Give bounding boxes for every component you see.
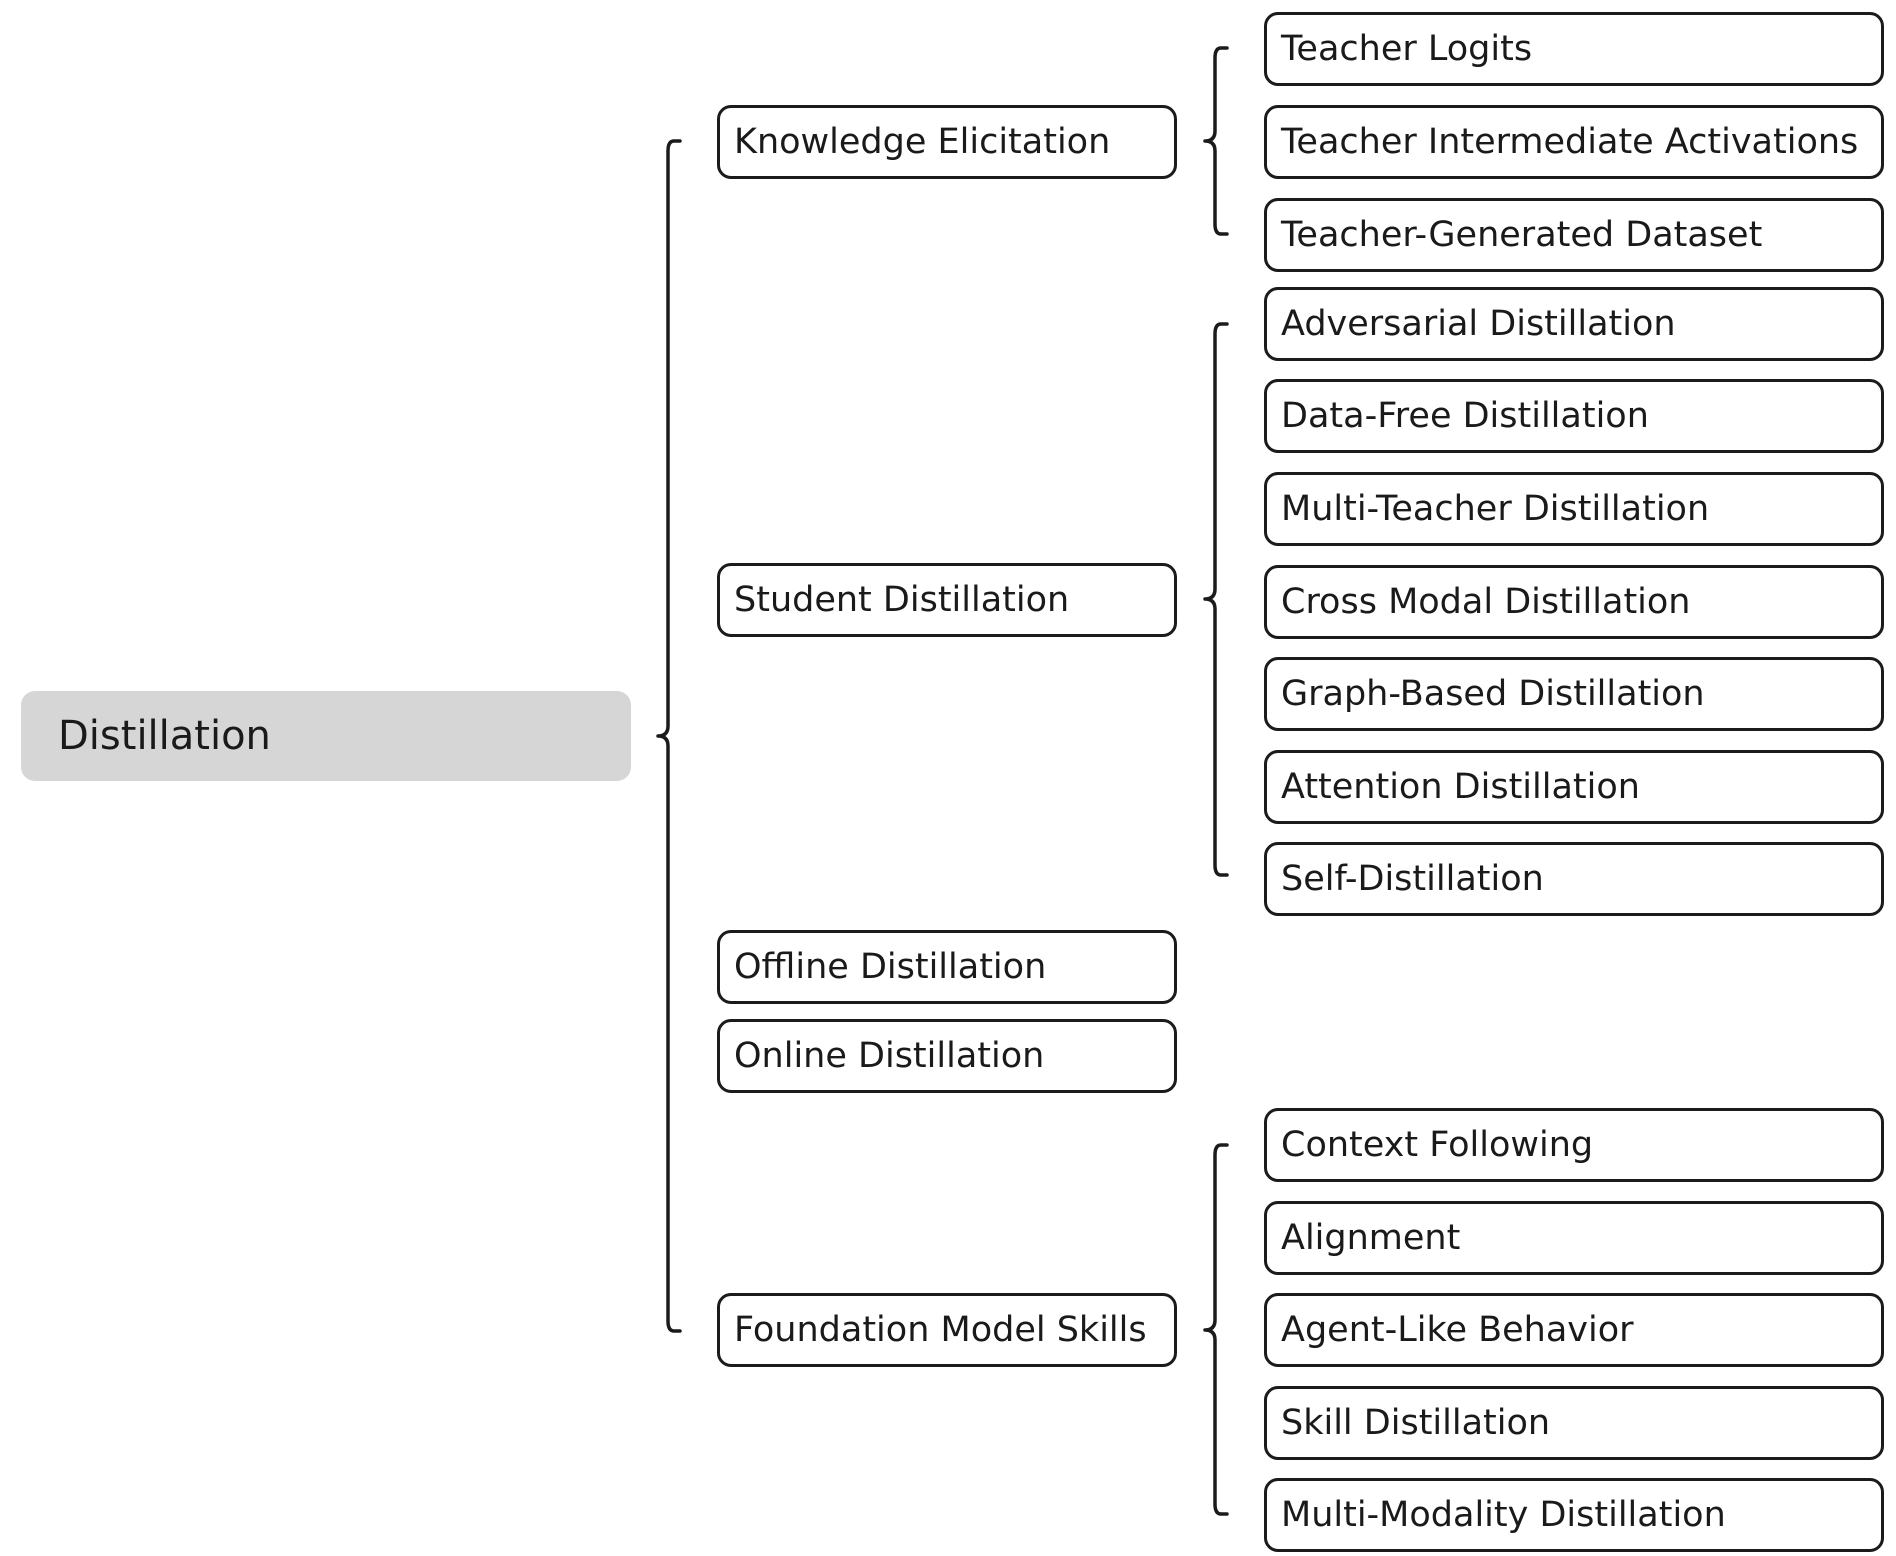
leaf-multi-teacher-distillation: Multi-Teacher Distillation [1264,472,1884,546]
root-label: Distillation [58,713,271,759]
leaf-label: Cross Modal Distillation [1281,581,1691,622]
student-distillation-brace [1203,322,1229,877]
branch-label: Student Distillation [734,579,1070,620]
leaf-label: Adversarial Distillation [1281,303,1676,344]
leaf-graph-based-distillation: Graph-Based Distillation [1264,657,1884,731]
leaf-data-free-distillation: Data-Free Distillation [1264,379,1884,453]
leaf-label: Agent-Like Behavior [1281,1309,1634,1350]
root-brace [656,139,682,1333]
leaf-teacher-generated-dataset: Teacher-Generated Dataset [1264,198,1884,272]
root-node-distillation: Distillation [21,691,631,781]
leaf-multi-modality-distillation: Multi-Modality Distillation [1264,1478,1884,1552]
branch-offline-distillation: Offline Distillation [717,930,1177,1004]
leaf-label: Alignment [1281,1217,1461,1258]
leaf-skill-distillation: Skill Distillation [1264,1386,1884,1460]
leaf-label: Self-Distillation [1281,858,1544,899]
branch-student-distillation: Student Distillation [717,563,1177,637]
leaf-adversarial-distillation: Adversarial Distillation [1264,287,1884,361]
branch-label: Foundation Model Skills [734,1309,1147,1350]
branch-label: Offline Distillation [734,946,1047,987]
leaf-label: Data-Free Distillation [1281,395,1649,436]
branch-label: Knowledge Elicitation [734,121,1111,162]
leaf-agent-like-behavior: Agent-Like Behavior [1264,1293,1884,1367]
leaf-label: Graph-Based Distillation [1281,673,1705,714]
leaf-teacher-logits: Teacher Logits [1264,12,1884,86]
leaf-self-distillation: Self-Distillation [1264,842,1884,916]
foundation-model-skills-brace [1203,1143,1229,1516]
leaf-cross-modal-distillation: Cross Modal Distillation [1264,565,1884,639]
knowledge-elicitation-brace [1203,46,1229,236]
leaf-teacher-intermediate-activations: Teacher Intermediate Activations [1264,105,1884,179]
leaf-label: Teacher Logits [1281,28,1533,69]
leaf-label: Context Following [1281,1124,1594,1165]
branch-foundation-model-skills: Foundation Model Skills [717,1293,1177,1367]
leaf-label: Multi-Teacher Distillation [1281,488,1710,529]
leaf-label: Attention Distillation [1281,766,1640,807]
leaf-context-following: Context Following [1264,1108,1884,1182]
branch-label: Online Distillation [734,1035,1045,1076]
leaf-label: Skill Distillation [1281,1402,1551,1443]
branch-online-distillation: Online Distillation [717,1019,1177,1093]
leaf-label: Multi-Modality Distillation [1281,1494,1726,1535]
leaf-label: Teacher Intermediate Activations [1281,121,1859,162]
branch-knowledge-elicitation: Knowledge Elicitation [717,105,1177,179]
leaf-attention-distillation: Attention Distillation [1264,750,1884,824]
leaf-alignment: Alignment [1264,1201,1884,1275]
leaf-label: Teacher-Generated Dataset [1281,214,1763,255]
